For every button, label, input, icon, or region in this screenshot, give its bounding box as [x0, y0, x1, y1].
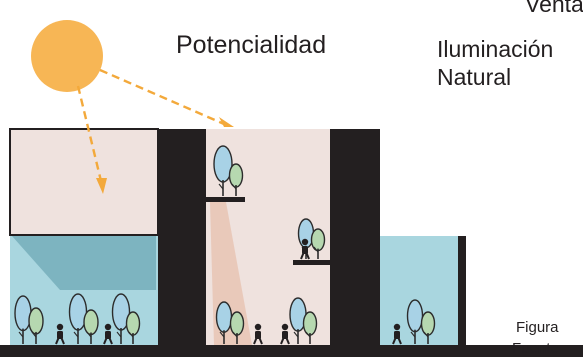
sun-icon — [31, 20, 103, 92]
tree-icon — [310, 228, 326, 259]
potential-heading: Potencialidad — [176, 31, 327, 59]
right-room-wall — [458, 236, 466, 345]
left-shadow-wedge — [12, 236, 156, 290]
tree-icon — [213, 145, 233, 196]
person-icon — [103, 323, 113, 345]
tree-icon — [111, 293, 131, 344]
figure-caption-line2: Fuente — [512, 340, 559, 357]
ground-slab — [0, 345, 583, 357]
tree-icon — [83, 309, 99, 344]
ray-arrowhead-2 — [219, 117, 234, 127]
tree-icon — [229, 311, 245, 344]
tree-icon — [302, 311, 318, 344]
person-icon — [300, 238, 310, 260]
lighting-label-line1: Iluminación — [437, 36, 554, 62]
atrium-floor-plate-2 — [293, 260, 330, 265]
tree-icon — [68, 293, 88, 344]
atrium-floor-plate-1 — [205, 197, 245, 202]
left-upper-room — [9, 128, 159, 236]
ray-arrowhead-1 — [96, 178, 107, 194]
tree-icon — [228, 163, 244, 196]
cut-off-top-label: Venta — [525, 0, 583, 17]
lighting-label-line2: Natural — [437, 64, 512, 90]
person-icon — [55, 323, 65, 345]
person-icon — [392, 323, 402, 345]
sun-rays — [76, 68, 225, 182]
tree-icon — [125, 311, 141, 344]
left-wall-column — [158, 129, 206, 345]
tree-icon — [420, 311, 436, 344]
person-icon — [253, 323, 263, 345]
trees-and-people — [14, 145, 436, 345]
right-wall-block — [330, 129, 380, 345]
tree-icon — [28, 307, 44, 344]
person-icon — [280, 323, 290, 345]
tree-icon — [406, 299, 424, 344]
figure-caption-line1: Figura — [516, 319, 559, 336]
